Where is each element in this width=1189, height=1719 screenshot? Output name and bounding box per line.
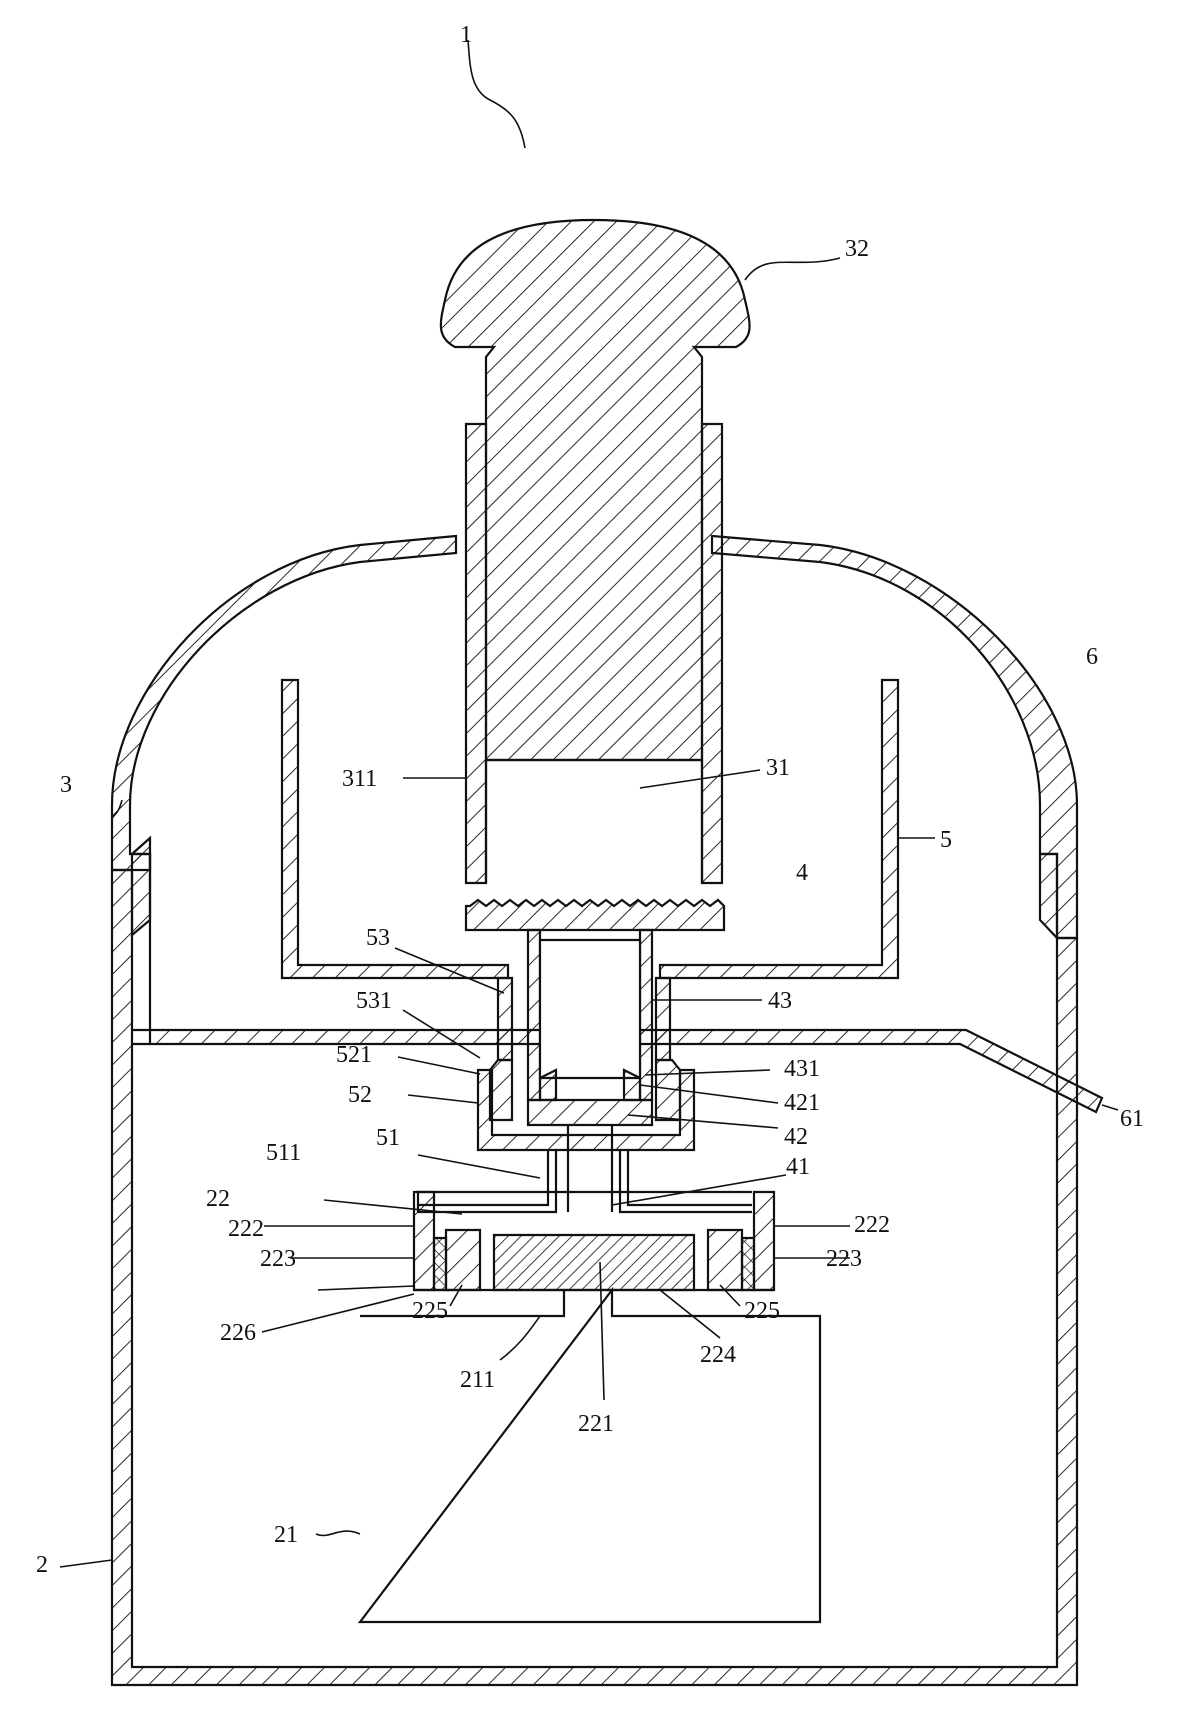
- container-21: [360, 1290, 820, 1622]
- label-223-left: 223: [260, 1246, 296, 1272]
- plunger-31: [441, 220, 750, 883]
- label-311: 311: [342, 766, 377, 792]
- label-52: 52: [348, 1082, 372, 1108]
- label-22: 22: [206, 1186, 230, 1212]
- label-6: 6: [1086, 644, 1098, 670]
- label-61: 61: [1120, 1106, 1144, 1132]
- label-211: 211: [460, 1367, 495, 1393]
- label-226: 226: [220, 1320, 256, 1346]
- label-224: 224: [700, 1342, 736, 1368]
- label-1: 1: [460, 22, 472, 48]
- label-21: 21: [274, 1522, 298, 1548]
- seat-assembly-22: [414, 1192, 774, 1290]
- label-31: 31: [766, 755, 790, 781]
- label-51: 51: [376, 1125, 400, 1151]
- label-43: 43: [768, 988, 792, 1014]
- label-511: 511: [266, 1140, 301, 1166]
- label-42: 42: [784, 1124, 808, 1150]
- label-222-left: 222: [228, 1216, 264, 1242]
- label-221: 221: [578, 1411, 614, 1437]
- label-32: 32: [845, 236, 869, 262]
- label-531: 531: [356, 988, 392, 1014]
- label-3: 3: [60, 772, 72, 798]
- label-225-right: 225: [744, 1298, 780, 1324]
- label-431: 431: [784, 1056, 820, 1082]
- label-41: 41: [786, 1154, 810, 1180]
- label-225-left: 225: [412, 1298, 448, 1324]
- label-222-right: 222: [854, 1212, 890, 1238]
- label-4: 4: [796, 860, 808, 886]
- label-521: 521: [336, 1042, 372, 1068]
- label-2: 2: [36, 1552, 48, 1578]
- label-223-right: 223: [826, 1246, 862, 1272]
- label-53: 53: [366, 925, 390, 951]
- label-5: 5: [940, 827, 952, 853]
- label-421: 421: [784, 1090, 820, 1116]
